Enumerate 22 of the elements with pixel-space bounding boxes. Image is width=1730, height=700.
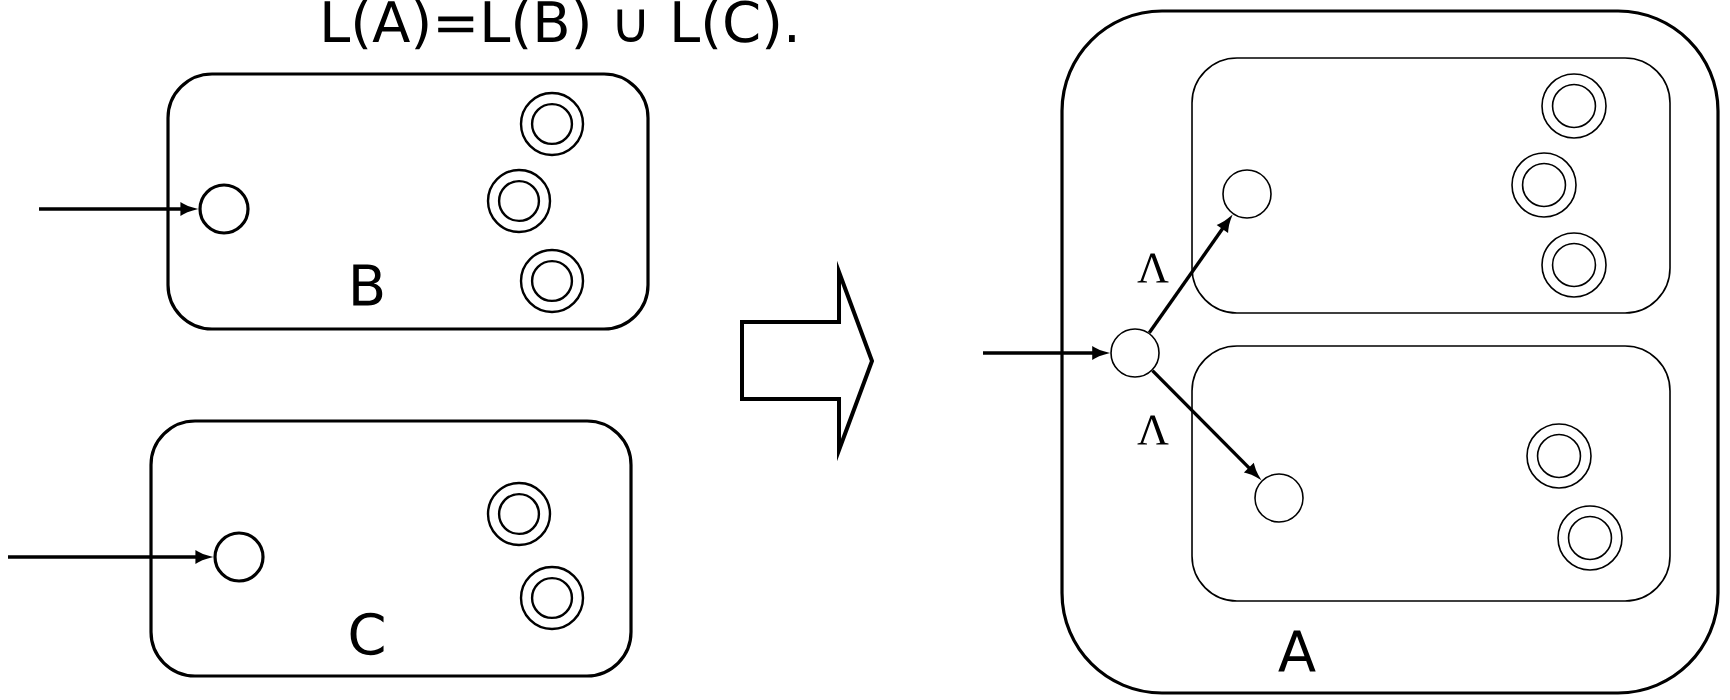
state-box: B: [166, 72, 650, 331]
state-circle: [198, 183, 250, 235]
accept-state-circle: [519, 248, 585, 314]
accept-state-circle: [519, 91, 585, 157]
edge-label: Λ: [1135, 413, 1171, 447]
state-box: [1191, 57, 1671, 314]
accept-state-circle: [1526, 423, 1592, 489]
state-box: [1191, 345, 1671, 602]
accept-state-circle: [1541, 232, 1607, 298]
accept-state-circle: [486, 481, 552, 547]
state-circle: [1254, 473, 1304, 523]
accept-state-circle: [519, 565, 585, 631]
state-box: C: [149, 419, 633, 678]
state-circle: [1222, 169, 1272, 219]
accept-state-circle: [1557, 505, 1623, 571]
accept-state-circle: [486, 168, 552, 234]
state-circle: [1110, 328, 1160, 378]
title: L(A)=L(B) ∪ L(C).: [324, 0, 795, 50]
arrow: [1151, 369, 1259, 478]
accept-state-circle: [1541, 73, 1607, 139]
state-circle: [213, 531, 265, 583]
accept-state-circle: [1511, 152, 1577, 218]
